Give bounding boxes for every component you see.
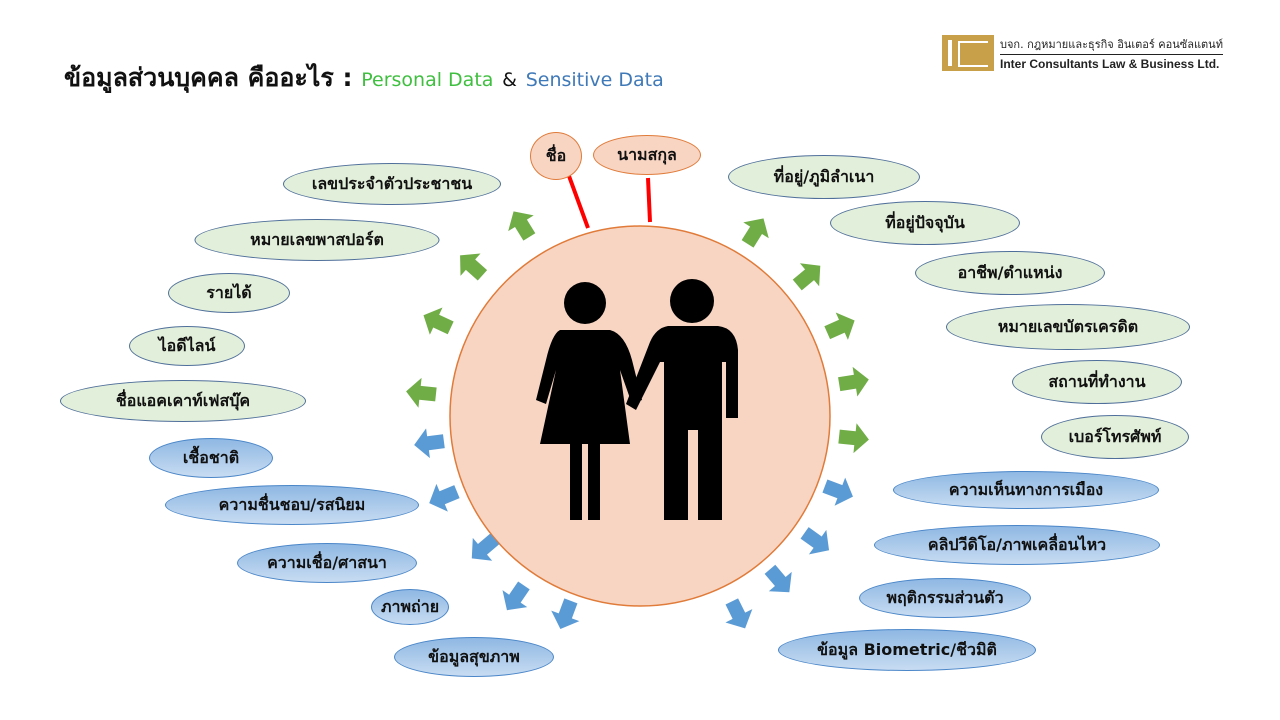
sensitive-arrow-icon <box>429 483 460 512</box>
personal-arrow-icon <box>460 253 488 281</box>
sensitive-arrow-icon <box>471 533 500 561</box>
sensitive-right-bubble: พฤติกรรมส่วนตัว <box>859 578 1031 618</box>
sensitive-left-bubble: เชื้อชาติ <box>149 438 273 478</box>
sensitive-arrow-icon <box>822 477 853 506</box>
sensitive-arrow-icon <box>725 598 753 629</box>
sensitive-arrow-icon <box>551 598 580 629</box>
personal-left-bubble: ไอดีไลน์ <box>129 326 245 366</box>
personal-arrow-icon <box>508 211 536 241</box>
connector-last-name <box>646 177 652 223</box>
sensitive-arrow-icon <box>800 527 830 555</box>
couple-icon <box>536 279 738 520</box>
personal-arrow-icon <box>741 218 769 248</box>
personal-arrow-icon <box>792 263 821 291</box>
personal-left-bubble: เลขประจำตัวประชาชน <box>283 163 501 205</box>
sensitive-right-bubble: ข้อมูล Biometric/ชีวมิติ <box>778 629 1036 671</box>
sensitive-left-bubble: ข้อมูลสุขภาพ <box>394 637 554 677</box>
title-main: ข้อมูลส่วนบุคคล คืออะไร : <box>64 63 353 92</box>
personal-right-bubble: หมายเลขบัตรเครดิต <box>946 304 1190 350</box>
name-items-bubble: ชื่อ <box>530 132 582 180</box>
logo-mark-icon <box>942 35 994 71</box>
sensitive-arrow-icon <box>502 581 530 611</box>
personal-arrow-icon <box>406 377 437 408</box>
sensitive-left-bubble: ความชื่นชอบ/รสนิยม <box>165 485 419 525</box>
title-sensitive-data: Sensitive Data <box>525 69 664 91</box>
personal-right-bubble: ที่อยู่ปัจจุบัน <box>830 201 1020 245</box>
sensitive-right-bubble: คลิปวีดิโอ/ภาพเคลื่อนไหว <box>874 525 1160 565</box>
sensitive-arrow-icon <box>414 428 445 459</box>
logo-thai-name: บจก. กฎหมายและธุรกิจ อินเตอร์ คอนซัลแตนท… <box>1000 35 1223 55</box>
company-logo: บจก. กฎหมายและธุรกิจ อินเตอร์ คอนซัลแตนท… <box>942 35 1223 71</box>
personal-right-bubble: ที่อยู่/ภูมิลำเนา <box>728 155 920 199</box>
person-circle <box>449 225 831 607</box>
sensitive-left-bubble: ความเชื่อ/ศาสนา <box>237 543 417 583</box>
sensitive-left-bubble: ภาพถ่าย <box>371 589 449 625</box>
personal-right-bubble: สถานที่ทำงาน <box>1012 360 1182 404</box>
slide-title: ข้อมูลส่วนบุคคล คืออะไร : Personal Data … <box>64 58 664 98</box>
personal-left-bubble: ชื่อแอคเคาท์เฟสบุ๊ค <box>60 380 306 422</box>
name-items-bubble: นามสกุล <box>593 135 701 175</box>
personal-right-bubble: อาชีพ/ตำแหน่ง <box>915 251 1105 295</box>
personal-arrow-icon <box>423 307 454 335</box>
personal-left-bubble: รายได้ <box>168 273 290 313</box>
personal-arrow-icon <box>838 366 869 397</box>
personal-arrow-icon <box>824 312 855 340</box>
logo-english-name: Inter Consultants Law & Business Ltd. <box>1000 57 1220 71</box>
personal-left-bubble: หมายเลขพาสปอร์ต <box>194 219 440 261</box>
title-ampersand: & <box>502 69 517 91</box>
connector-first-name <box>567 175 590 229</box>
sensitive-arrow-icon <box>764 564 792 593</box>
title-personal-data: Personal Data <box>361 69 494 91</box>
personal-right-bubble: เบอร์โทรศัพท์ <box>1041 415 1189 459</box>
sensitive-right-bubble: ความเห็นทางการเมือง <box>893 471 1159 509</box>
personal-arrow-icon <box>838 423 869 454</box>
